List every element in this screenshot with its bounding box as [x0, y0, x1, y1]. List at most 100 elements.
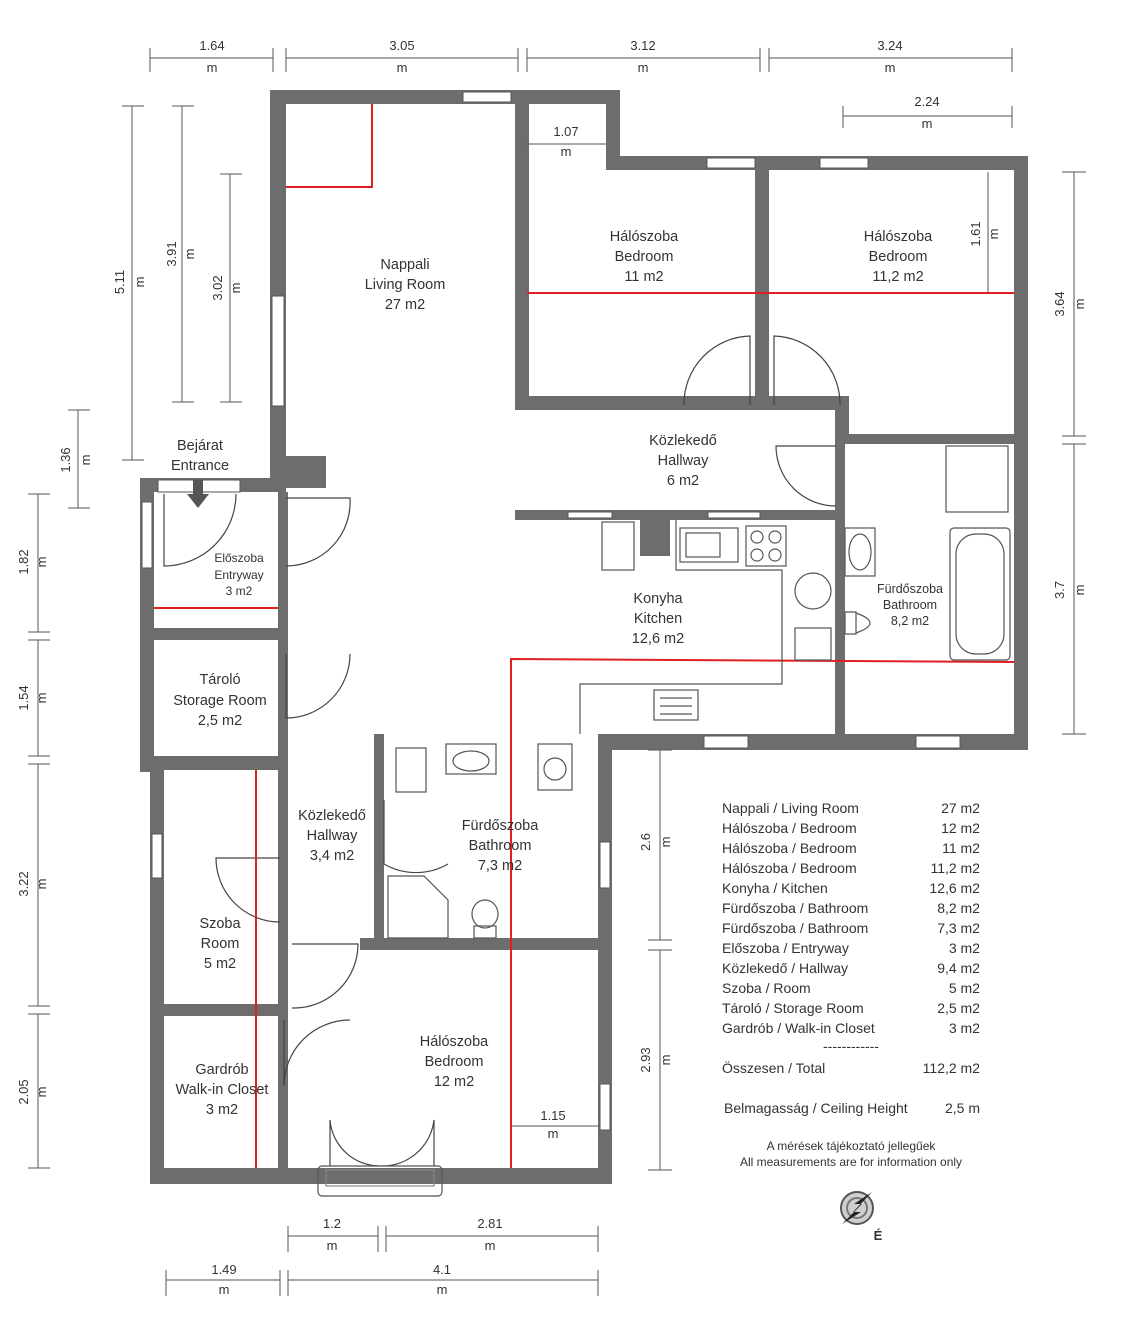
legend-note-en: All measurements are for information onl…	[740, 1155, 962, 1169]
bathroom-right-area: 8,2 m2	[891, 614, 929, 628]
dim-unit: m	[1072, 585, 1087, 596]
dim-unit: m	[437, 1282, 448, 1297]
toilet-icon	[844, 611, 871, 635]
entrance-name-en: Entrance	[171, 458, 229, 474]
dim-unit: m	[132, 277, 147, 288]
washbasin-icon	[844, 527, 876, 577]
doors	[163, 335, 841, 1197]
dim-mid-1: 2.6	[638, 833, 653, 851]
door-bedroom1	[683, 335, 751, 406]
door-bedroom2	[773, 335, 841, 406]
bath-sink-icon	[445, 743, 497, 775]
dim-unit: m	[638, 60, 649, 75]
legend-total-value: 112,2 m2	[923, 1060, 981, 1076]
dim-left-3: 3.02	[210, 275, 225, 300]
dim-unit: m	[986, 229, 1001, 240]
compass-label: É	[874, 1228, 883, 1243]
dim-mid-3: 1.15	[540, 1108, 565, 1123]
dim-unit: m	[922, 116, 933, 131]
round-sink-icon	[794, 572, 832, 610]
bedroom3-area: 12 m2	[434, 1074, 474, 1090]
dim-left-2: 3.91	[164, 241, 179, 266]
dimension-values: 1.64 m 3.05 m 3.12 m 3.24 m 2.24 m 1.07 …	[16, 38, 1087, 1297]
windows	[141, 91, 961, 1131]
dim-unit: m	[658, 1055, 673, 1066]
kitchen-area: 12,6 m2	[632, 631, 684, 647]
legend-row-area: 3 m2	[949, 940, 980, 956]
dim-left-1: 5.11	[112, 270, 127, 294]
entryway-name-hu: Előszoba	[214, 551, 264, 565]
dim-top-2: 3.05	[389, 38, 414, 53]
legend-row-name: Hálószoba / Bedroom	[722, 840, 857, 856]
closet-name-en: Walk-in Closet	[176, 1082, 269, 1098]
dim-unit: m	[548, 1126, 559, 1141]
entryway-area: 3 m2	[226, 584, 253, 598]
dim-unit: m	[397, 60, 408, 75]
legend-row-area: 5 m2	[949, 980, 980, 996]
dimension-lines	[28, 48, 1086, 1296]
legend-total-label: Összesen / Total	[722, 1059, 825, 1076]
compass-icon: É	[840, 1191, 883, 1243]
living-room-name-hu: Nappali	[380, 257, 429, 273]
dim-bottom-3: 1.49	[211, 1262, 236, 1277]
dim-unit: m	[34, 557, 49, 568]
door-room	[215, 857, 281, 923]
dim-top-1: 1.64	[199, 38, 224, 53]
entrance-name-hu: Bejárat	[177, 438, 223, 454]
legend-row-area: 12,6 m2	[929, 880, 980, 896]
living-room-name-en: Living Room	[365, 277, 446, 293]
closet-name-hu: Gardrób	[195, 1062, 248, 1078]
room-name-en: Room	[201, 936, 240, 952]
corner-shower-icon	[387, 875, 449, 939]
dim-right-1: 3.64	[1052, 291, 1067, 316]
bedroom1-name-en: Bedroom	[615, 249, 674, 265]
legend-row-area: 8,2 m2	[937, 900, 980, 916]
legend-row-name: Nappali / Living Room	[722, 800, 859, 816]
closet-area: 3 m2	[206, 1102, 238, 1118]
legend-row-name: Tároló / Storage Room	[722, 1000, 864, 1016]
legend-row-name: Gardrób / Walk-in Closet	[722, 1020, 875, 1036]
legend-height-label: Belmagasság / Ceiling Height	[724, 1100, 908, 1116]
dim-right-2: 3.7	[1052, 581, 1067, 599]
dim-unit: m	[561, 144, 572, 159]
room-labels: Nappali Living Room 27 m2 Hálószoba Bedr…	[171, 229, 943, 1118]
boiler-icon	[395, 747, 427, 793]
legend-row-area: 7,3 m2	[937, 920, 980, 936]
legend-row-area: 12 m2	[941, 820, 980, 836]
door-storage	[285, 653, 351, 719]
dim-unit: m	[1072, 299, 1087, 310]
bedroom1-area: 11 m2	[624, 269, 663, 285]
dim-unit: m	[34, 693, 49, 704]
door-bedroom3	[291, 943, 359, 1009]
storage-area: 2,5 m2	[198, 713, 242, 729]
dim-left-4: 1.36	[58, 447, 73, 472]
legend-row-name: Előszoba / Entryway	[722, 940, 849, 956]
dim-bottom-4: 4.1	[433, 1262, 451, 1277]
red-lines	[154, 104, 1015, 1168]
kitchen-name-hu: Konyha	[633, 591, 683, 607]
bedroom2-name-hu: Hálószoba	[864, 229, 933, 245]
legend-row-name: Fürdőszoba / Bathroom	[722, 900, 868, 916]
dim-unit: m	[78, 455, 93, 466]
dim-bottom-1: 1.2	[323, 1216, 341, 1231]
storage-name-en: Storage Room	[173, 693, 267, 709]
legend-row-name: Hálószoba / Bedroom	[722, 820, 857, 836]
bedroom3-name-en: Bedroom	[425, 1054, 484, 1070]
dim-left-7: 3.22	[16, 871, 31, 896]
dim-unit: m	[327, 1238, 338, 1253]
living-room-area: 27 m2	[385, 297, 425, 313]
dim-left-5: 1.82	[16, 549, 31, 574]
hallway-top-area: 6 m2	[667, 473, 699, 489]
stove-icon	[745, 525, 787, 567]
bedroom3-name-hu: Hálószoba	[420, 1034, 489, 1050]
bedroom2-name-en: Bedroom	[869, 249, 928, 265]
dim-left-6: 1.54	[16, 685, 31, 710]
legend-separator: ------------	[823, 1038, 879, 1054]
room-name-hu: Szoba	[199, 916, 241, 932]
bathroom-right-name-hu: Fürdőszoba	[877, 582, 943, 596]
bathroom-right-name-en: Bathroom	[883, 598, 937, 612]
legend-row-area: 11 m2	[942, 840, 980, 856]
dim-unit: m	[34, 1087, 49, 1098]
dim-unit: m	[658, 837, 673, 848]
